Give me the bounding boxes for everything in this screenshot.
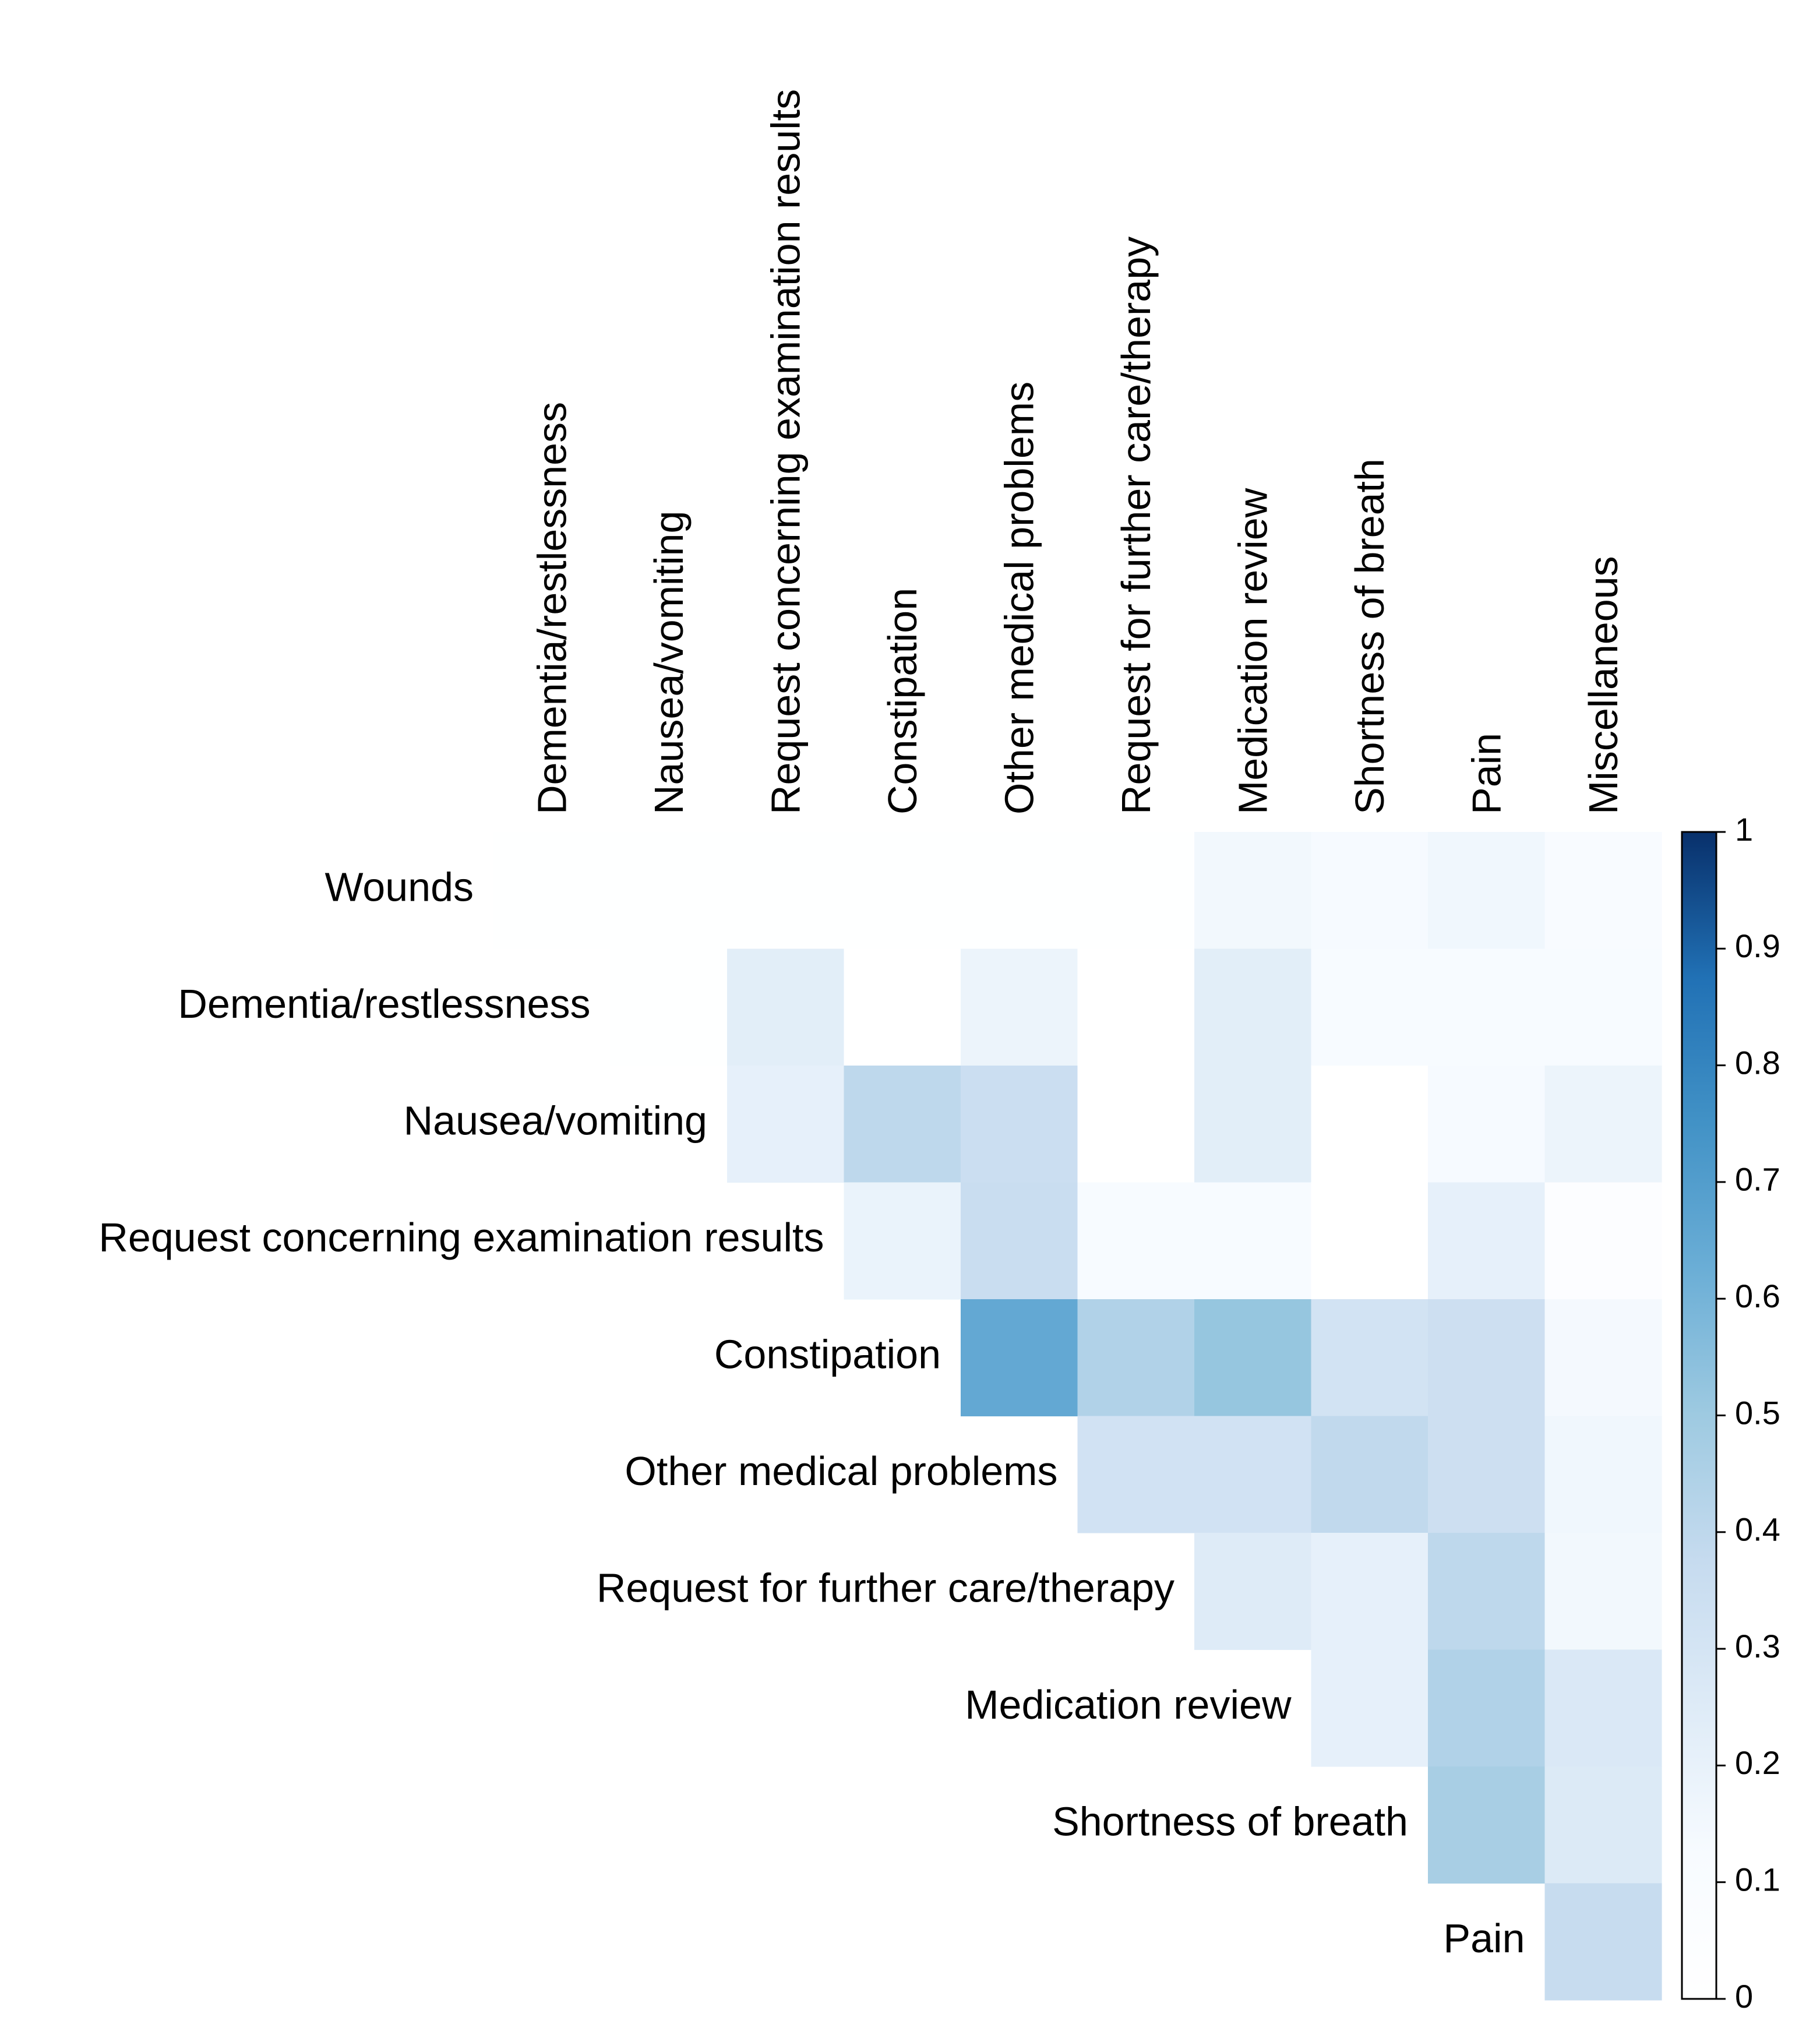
heatmap-cell <box>1544 1416 1662 1533</box>
colorbar-tick-label: 0.4 <box>1735 1511 1780 1548</box>
heatmap-cell <box>961 948 1078 1066</box>
heatmap-cell <box>961 1182 1078 1300</box>
heatmap-cell <box>727 832 845 950</box>
heatmap-cell <box>1194 1182 1312 1300</box>
colorbar-tick-label: 0.2 <box>1735 1744 1780 1781</box>
heatmap-cell <box>844 948 961 1066</box>
column-label: Miscellaneous <box>1581 556 1626 814</box>
colorbar-gradient <box>1681 831 1717 2000</box>
heatmap-cells <box>493 832 1662 2001</box>
row-label: Wounds <box>325 865 474 910</box>
colorbar-tick-label: 0.1 <box>1735 1861 1780 1898</box>
heatmap-cell <box>727 948 845 1066</box>
column-label: Medication review <box>1230 488 1275 814</box>
heatmap-cell <box>1194 1066 1312 1183</box>
colorbar-tick-label: 0.9 <box>1735 927 1780 964</box>
heatmap-cell <box>1077 832 1195 950</box>
row-label: Request concerning examination results <box>98 1215 824 1260</box>
heatmap-cell <box>1194 1533 1312 1650</box>
heatmap-cell <box>1428 1533 1546 1650</box>
heatmap-cell <box>727 1066 845 1183</box>
heatmap-cell <box>1544 1299 1662 1417</box>
row-label: Dementia/restlessness <box>178 981 590 1027</box>
column-label: Constipation <box>880 588 925 814</box>
column-label: Other medical problems <box>996 382 1042 814</box>
heatmap-cell <box>1544 1066 1662 1183</box>
heatmap-cell <box>1077 1066 1195 1183</box>
column-label: Shortness of breath <box>1347 459 1392 814</box>
heatmap-cell <box>493 832 611 950</box>
row-label: Constipation <box>714 1332 941 1377</box>
heatmap-cell <box>1194 948 1312 1066</box>
row-label: Shortness of breath <box>1052 1799 1408 1844</box>
heatmap-cell <box>1428 1182 1546 1300</box>
heatmap-cell <box>1311 1649 1429 1767</box>
heatmap-cell <box>844 832 961 950</box>
heatmap-cell <box>1077 1182 1195 1300</box>
heatmap-cell <box>1311 1182 1429 1300</box>
heatmap-cell <box>1311 1416 1429 1533</box>
heatmap-cell <box>961 832 1078 950</box>
heatmap-cell <box>1311 1299 1429 1417</box>
row-label: Pain <box>1443 1916 1525 1961</box>
colorbar-tick-label: 0.3 <box>1735 1628 1780 1664</box>
heatmap-cell <box>961 1299 1078 1417</box>
heatmap-cell <box>1428 832 1546 950</box>
colorbar-tick-label: 0.7 <box>1735 1161 1780 1198</box>
colorbar-tick-label: 0.8 <box>1735 1044 1780 1081</box>
row-label: Medication review <box>965 1682 1292 1727</box>
heatmap-cell <box>1077 948 1195 1066</box>
heatmap-cell <box>1428 1066 1546 1183</box>
heatmap-cell <box>610 832 728 950</box>
heatmap-cell <box>1311 1066 1429 1183</box>
colorbar-tick-label: 0 <box>1735 1978 1753 2015</box>
colorbar-tick-label: 0.5 <box>1735 1394 1780 1431</box>
column-label: Pain <box>1463 733 1509 814</box>
colorbar: 0 0.1 0.2 0.3 0.4 0.5 0.6 0.7 0.8 0.9 1 <box>1681 811 1780 2015</box>
heatmap-cell <box>1077 1299 1195 1417</box>
heatmap-cell <box>1194 832 1312 950</box>
heatmap-cell <box>610 948 728 1066</box>
heatmap-cell <box>1544 1533 1662 1650</box>
heatmap-cell <box>1311 948 1429 1066</box>
heatmap-cell <box>1544 948 1662 1066</box>
row-label: Nausea/vomiting <box>404 1098 707 1144</box>
heatmap-cell <box>1544 1766 1662 1884</box>
heatmap-cell <box>1428 1649 1546 1767</box>
heatmap-cell <box>844 1066 961 1183</box>
row-labels: WoundsDementia/restlessnessNausea/vomiti… <box>98 865 1525 1962</box>
column-label: Request concerning examination results <box>763 89 808 814</box>
heatmap-cell <box>844 1182 961 1300</box>
colorbar-ticks: 0 0.1 0.2 0.3 0.4 0.5 0.6 0.7 0.8 0.9 1 <box>1716 811 1780 2015</box>
heatmap-cell <box>1544 1182 1662 1300</box>
heatmap-cell <box>1428 1299 1546 1417</box>
column-label: Request for further care/therapy <box>1113 237 1159 814</box>
heatmap-cell <box>1194 1299 1312 1417</box>
heatmap-cell <box>1544 1883 1662 2001</box>
colorbar-tick-label: 0.6 <box>1735 1278 1780 1314</box>
column-label: Nausea/vomiting <box>646 511 692 814</box>
heatmap-cell <box>1428 1766 1546 1884</box>
heatmap-cell <box>1311 1533 1429 1650</box>
heatmap-cell <box>1311 832 1429 950</box>
heatmap-cell <box>1544 832 1662 950</box>
row-label: Other medical problems <box>625 1448 1057 1494</box>
heatmap-cell <box>1077 1416 1195 1533</box>
heatmap-cell <box>961 1066 1078 1183</box>
heatmap-cell <box>1428 1416 1546 1533</box>
heatmap-cell <box>1544 1649 1662 1767</box>
heatmap-cell <box>1194 1416 1312 1533</box>
colorbar-tick-label: 1 <box>1735 811 1753 848</box>
heatmap-cell <box>1428 948 1546 1066</box>
row-label: Request for further care/therapy <box>597 1565 1174 1611</box>
column-labels: Dementia/restlessness Nausea/vomiting Requ… <box>529 89 1626 814</box>
column-label: Dementia/restlessness <box>529 402 574 814</box>
